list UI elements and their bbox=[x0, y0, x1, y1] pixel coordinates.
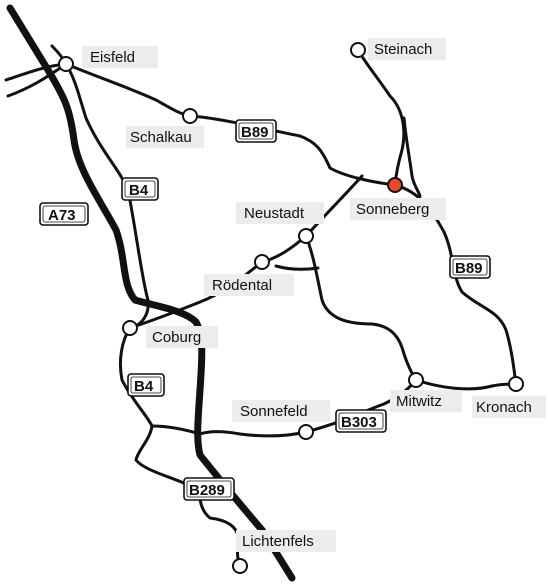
road-steinach-sonneberg bbox=[356, 48, 406, 187]
town-marker-kronach bbox=[508, 376, 524, 392]
shield-a73: A73 bbox=[39, 202, 89, 226]
svg-text:B4: B4 bbox=[129, 182, 149, 199]
shield-b303: B303 bbox=[335, 409, 387, 433]
road-neustadt-mitwitz bbox=[304, 234, 418, 382]
road-shields: A73 B4 B89 B89 B4 B303 bbox=[39, 119, 491, 501]
svg-text:B89: B89 bbox=[455, 260, 483, 277]
town-label-neustadt: Neustadt bbox=[244, 205, 305, 222]
svg-text:B89: B89 bbox=[241, 124, 269, 141]
town-labels: Eisfeld Steinach Schalkau Neustadt Sonne… bbox=[82, 38, 546, 552]
town-label-schalkau: Schalkau bbox=[130, 129, 192, 146]
town-label-eisfeld: Eisfeld bbox=[90, 49, 135, 66]
shield-b4-south: B4 bbox=[127, 373, 165, 397]
shield-b289: B289 bbox=[183, 477, 235, 501]
town-marker-mitwitz bbox=[408, 372, 424, 388]
town-label-steinach: Steinach bbox=[374, 41, 432, 58]
town-label-lichtenfels: Lichtenfels bbox=[242, 533, 314, 550]
shield-b4-north: B4 bbox=[121, 177, 159, 201]
road-roedental-link bbox=[274, 264, 320, 271]
town-marker-coburg bbox=[122, 320, 138, 336]
svg-text:B303: B303 bbox=[341, 414, 377, 431]
town-label-kronach: Kronach bbox=[476, 399, 532, 416]
shield-b89-east: B89 bbox=[449, 255, 491, 279]
svg-text:A73: A73 bbox=[48, 207, 76, 224]
road-sonneberg-neustadt bbox=[304, 174, 364, 238]
town-label-coburg: Coburg bbox=[152, 329, 201, 346]
svg-text:B4: B4 bbox=[134, 378, 154, 395]
road-a73 bbox=[6, 4, 296, 582]
town-marker-steinach bbox=[350, 42, 366, 58]
road-b4-south bbox=[118, 326, 188, 486]
town-marker-sonnefeld bbox=[298, 424, 314, 440]
road-eisfeld-west bbox=[4, 62, 68, 82]
town-label-mitwitz: Mitwitz bbox=[396, 393, 442, 410]
town-marker-schalkau bbox=[182, 108, 198, 124]
town-label-sonnefeld: Sonnefeld bbox=[240, 403, 308, 420]
towns bbox=[58, 42, 524, 574]
road-sonnefeld-west bbox=[150, 424, 308, 438]
road-steinach-east bbox=[402, 116, 422, 198]
town-marker-eisfeld bbox=[58, 56, 74, 72]
town-marker-roedental bbox=[254, 254, 270, 270]
road-mitwitz-kronach bbox=[414, 378, 518, 391]
town-marker-lichtenfels bbox=[232, 558, 248, 574]
shield-b89-west: B89 bbox=[235, 119, 277, 143]
town-label-roedental: Rödental bbox=[212, 277, 272, 294]
town-marker-neustadt bbox=[298, 228, 314, 244]
svg-text:B289: B289 bbox=[189, 482, 225, 499]
town-label-sonneberg: Sonneberg bbox=[356, 201, 429, 218]
town-marker-sonneberg bbox=[387, 177, 403, 193]
